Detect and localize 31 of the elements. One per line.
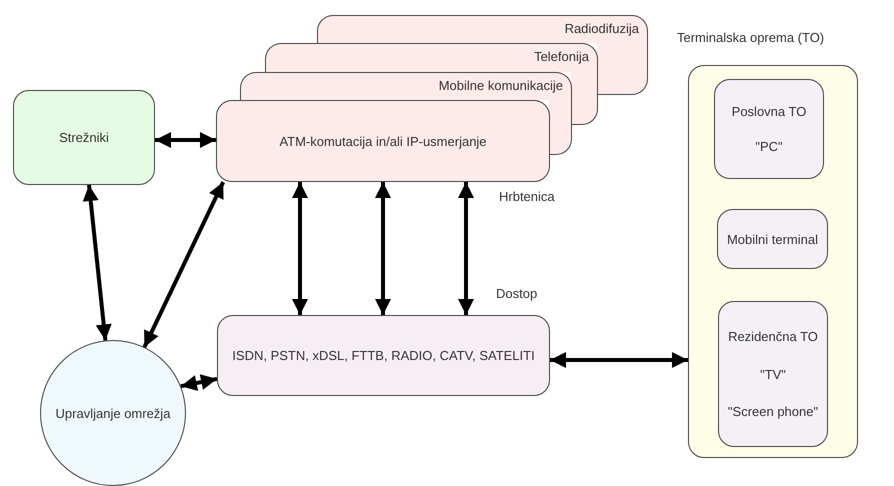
- node-label: "Screen phone": [728, 404, 818, 420]
- node-label: Terminalska oprema (TO): [677, 30, 824, 45]
- arrow: [180, 374, 218, 391]
- node-caption: Dostop: [496, 286, 538, 301]
- process-box: [717, 209, 828, 269]
- arrow: [550, 352, 688, 368]
- node-label: Upravljanje omrežja: [56, 406, 170, 420]
- node-label: "PC": [755, 139, 783, 154]
- arrow: [375, 182, 391, 315]
- node-label: ATM-komutacija in/ali IP-usmerjanje: [279, 134, 487, 148]
- arrow: [458, 182, 474, 315]
- node-label: Poslovna TO: [732, 104, 806, 119]
- arrow: [292, 182, 308, 315]
- node-label: ISDN, PSTN, xDSL, FTTB, RADIO, CATV, SATELITI: [232, 348, 535, 363]
- node-label: Mobilni terminal: [726, 232, 818, 246]
- process-box: [317, 15, 648, 43]
- process-box: [718, 301, 828, 447]
- process-box: [265, 43, 598, 72]
- process-box: [714, 79, 824, 179]
- process-box: [240, 72, 572, 100]
- node-label: Radiodifuzija: [564, 21, 639, 36]
- arrow: [155, 132, 216, 148]
- node-label: Strežniki: [59, 130, 109, 145]
- process-box: [13, 90, 155, 185]
- node-label: "TV": [760, 366, 786, 382]
- node-label: Rezidenčna TO: [728, 328, 818, 344]
- arrow: [142, 181, 225, 348]
- arrow: [82, 184, 112, 341]
- node-label: Mobilne komunikacije: [438, 78, 563, 93]
- node-label: Telefonija: [533, 49, 589, 64]
- node-caption: Hrbtenica: [499, 189, 555, 204]
